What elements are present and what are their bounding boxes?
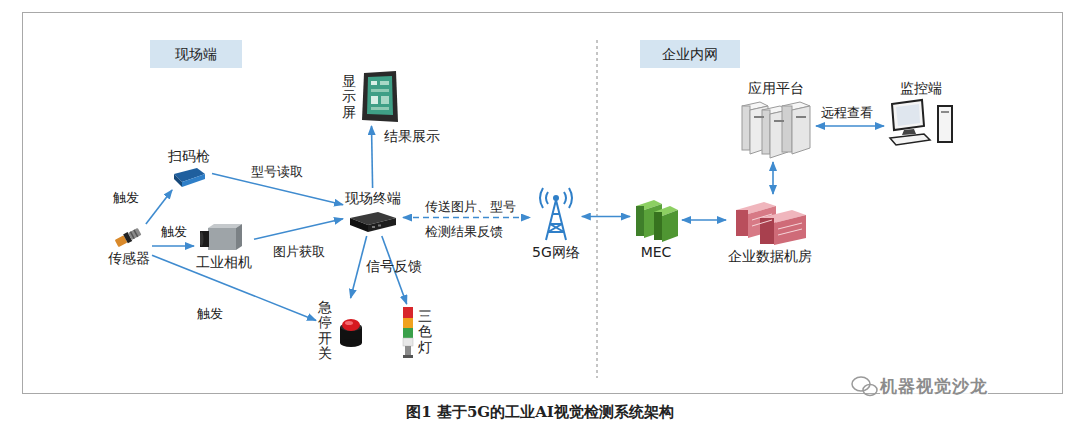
icon-holder — [336, 315, 366, 347]
signal-arrow — [382, 236, 407, 304]
emergency-stop-icon — [336, 315, 366, 347]
server-cluster-icon — [738, 98, 814, 160]
edge-label: 远程查看 — [820, 105, 874, 120]
icon-holder — [534, 186, 578, 242]
display-screen-icon — [360, 70, 400, 124]
device-label: 5G网络 — [532, 244, 580, 260]
signal-arrow — [772, 162, 774, 194]
mec-server-icon — [632, 196, 680, 242]
signal-arrow — [372, 126, 373, 188]
icon-holder — [402, 306, 414, 358]
icon-holder — [113, 226, 145, 248]
device-node: 急停开关 — [318, 300, 366, 362]
zone-title: 现场端 — [175, 46, 217, 62]
edge-label: 型号读取 — [250, 164, 304, 179]
signal-arrow — [146, 190, 172, 224]
monitor-workstation-icon — [886, 98, 956, 148]
device-label: 监控端 — [900, 80, 942, 96]
signal-arrow — [254, 219, 343, 239]
device-label: 扫码枪 — [168, 148, 210, 164]
zone-header: 企业内网 — [640, 40, 740, 68]
industrial-camera-icon — [200, 222, 248, 252]
edge-label: 触发 — [112, 190, 140, 205]
signal-arrow — [682, 219, 726, 221]
device-label: 三色灯 — [418, 309, 432, 355]
device-node: 工业相机 — [196, 222, 252, 270]
edge-terminal-icon — [348, 208, 398, 234]
edge-label: 图片获取 — [272, 244, 326, 259]
icon-holder — [886, 98, 956, 148]
icon-holder — [730, 196, 810, 246]
client-node: 监控端 — [886, 80, 956, 148]
tower-light-icon — [402, 306, 414, 358]
watermark-logo — [852, 377, 877, 396]
5g-tower-icon — [534, 186, 578, 242]
outer-frame — [23, 13, 1063, 394]
device-label: 应用平台 — [748, 80, 804, 96]
device-label: 显示屏 — [342, 74, 356, 120]
edge-note: 检测结果反馈 — [424, 224, 504, 239]
server-node: MEC — [632, 196, 680, 260]
device-label: 现场终端 — [345, 190, 401, 206]
signal-arrow — [582, 216, 630, 218]
server-node: 应用平台 — [738, 80, 814, 160]
device-node: 扫码枪 — [168, 148, 210, 188]
zone-header: 现场端 — [150, 40, 242, 68]
watermark: 机器视觉沙龙 — [880, 375, 988, 398]
zone-title: 企业内网 — [662, 46, 718, 62]
data-center-icon — [730, 196, 810, 246]
figure-caption: 图1 基于5G的工业AI视觉检测系统架构 — [0, 403, 1080, 422]
icon-holder — [200, 222, 248, 252]
device-label: MEC — [641, 244, 672, 260]
edge-label: 触发 — [160, 224, 188, 239]
icon-holder — [738, 98, 814, 160]
signal-arrow — [816, 125, 884, 127]
device-node: 三色灯 — [402, 306, 432, 358]
icon-holder — [171, 166, 207, 188]
icon-holder — [632, 196, 680, 242]
wireless-link — [403, 217, 530, 219]
edge-label: 传送图片、型号 — [424, 199, 517, 214]
zone-divider — [597, 40, 598, 378]
device-label: 工业相机 — [196, 254, 252, 270]
device-node: 传感器 — [108, 226, 150, 266]
edge-label: 结果展示 — [384, 128, 398, 145]
barcode-scanner-icon — [171, 166, 207, 188]
server-node: 企业数据机房 — [728, 196, 812, 264]
device-label: 企业数据机房 — [728, 248, 812, 264]
signal-arrow — [351, 236, 367, 298]
terminal-node: 现场终端 — [345, 190, 401, 234]
icon-holder — [348, 208, 398, 234]
network-node: 5G网络 — [532, 186, 580, 260]
proximity-sensor-icon — [113, 226, 145, 248]
signal-arrow — [152, 245, 194, 247]
edge-label: 触发 — [196, 306, 224, 321]
device-label: 传感器 — [108, 250, 150, 266]
device-node: 显示屏 — [342, 70, 400, 124]
icon-holder — [360, 70, 400, 124]
device-label: 急停开关 — [318, 300, 332, 362]
edge-label: 信号反馈 — [366, 258, 380, 275]
